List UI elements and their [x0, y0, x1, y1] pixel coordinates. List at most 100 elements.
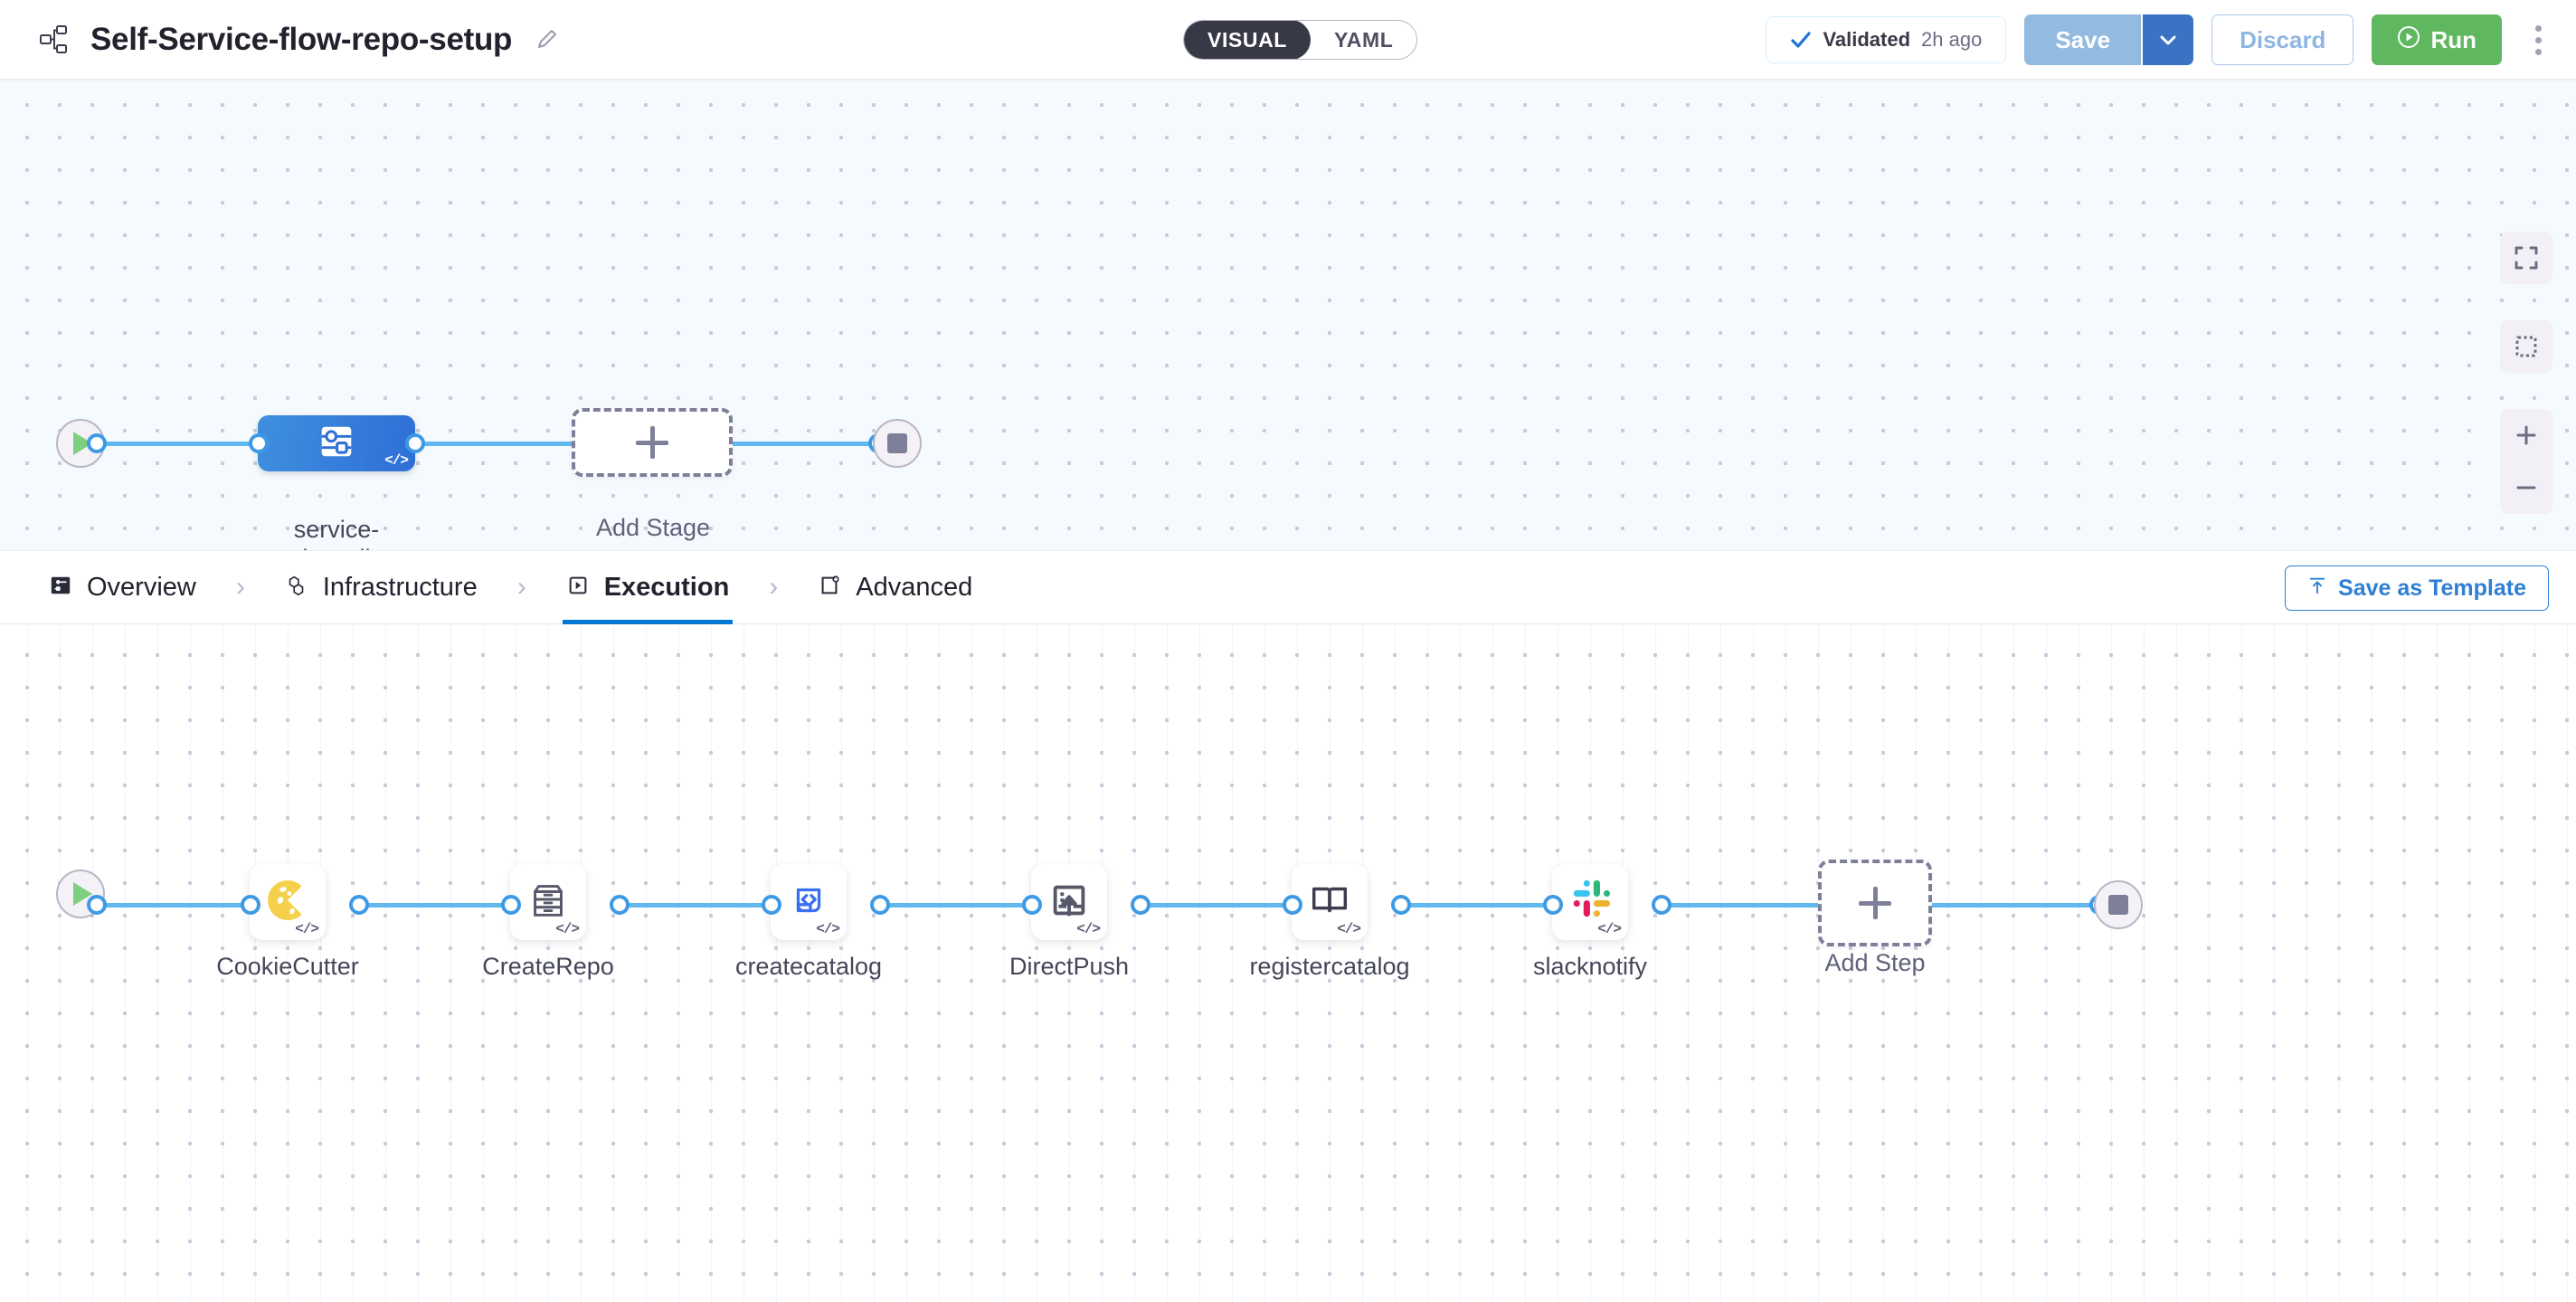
stage-connector-end — [715, 442, 877, 446]
view-mode-toggle[interactable]: VISUAL YAML — [1183, 20, 1417, 60]
exec-port-in-0[interactable] — [241, 895, 260, 915]
step-connector-7 — [1927, 903, 2094, 908]
header-actions: Validated 2h ago Save Discard Run — [1766, 0, 2556, 80]
custom-stage-icon — [316, 421, 357, 467]
step-node-registercatalog[interactable]: </> — [1292, 864, 1368, 940]
exec-port-out-4[interactable] — [1391, 895, 1411, 915]
selection-mode-button[interactable] — [2500, 320, 2552, 373]
file-drawer-icon — [526, 878, 571, 927]
pipeline-icon — [38, 24, 71, 56]
run-button[interactable]: Run — [2372, 14, 2502, 65]
validated-label: Validated — [1823, 28, 1910, 52]
tab-separator: › — [733, 572, 814, 603]
stop-icon — [887, 433, 907, 453]
exec-port-out-5[interactable] — [1652, 895, 1672, 915]
open-book-icon — [1307, 878, 1352, 927]
step-label-createrepo: CreateRepo — [449, 953, 648, 982]
step-node-cookiecutter[interactable]: </> — [250, 864, 326, 940]
exec-port-in-5[interactable] — [1543, 895, 1563, 915]
exec-port-in-4[interactable] — [1283, 895, 1302, 915]
step-code-badge: </> — [1076, 921, 1100, 937]
exec-port-in-3[interactable] — [1022, 895, 1042, 915]
execution-end-node[interactable] — [2094, 880, 2143, 929]
fit-to-screen-button[interactable] — [2500, 232, 2552, 284]
stage-port-out[interactable] — [405, 433, 425, 453]
discard-button[interactable]: Discard — [2211, 14, 2353, 65]
pencil-icon[interactable] — [532, 24, 563, 55]
stage-tab-bar: Overview › Infrastructure › Execution › — [0, 550, 2576, 624]
kebab-menu-icon[interactable] — [2520, 14, 2556, 65]
step-node-createrepo[interactable]: </> — [510, 864, 586, 940]
step-connector-6 — [1664, 903, 1823, 908]
validated-timestamp: 2h ago — [1921, 28, 1982, 52]
toggle-yaml[interactable]: YAML — [1311, 20, 1416, 60]
step-node-directpush[interactable]: </> — [1031, 864, 1107, 940]
step-node-createcatalog[interactable]: </> — [771, 864, 847, 940]
step-code-badge: </> — [816, 921, 839, 937]
cookie-icon — [264, 877, 311, 928]
stage-node-service-onboarding[interactable]: </> — [258, 415, 415, 471]
save-as-template-button[interactable]: Save as Template — [2285, 565, 2549, 611]
zoom-out-button[interactable] — [2500, 461, 2552, 514]
tab-execution[interactable]: Execution — [563, 550, 734, 624]
tab-overview[interactable]: Overview — [45, 550, 200, 624]
exec-port-out-3[interactable] — [1131, 895, 1151, 915]
step-code-badge: </> — [555, 921, 579, 937]
exec-port-in-2[interactable] — [762, 895, 781, 915]
push-upload-icon — [1046, 878, 1092, 927]
toggle-visual[interactable]: VISUAL — [1184, 20, 1311, 60]
execution-icon — [566, 574, 590, 602]
check-icon — [1790, 29, 1812, 51]
step-connector-2 — [622, 903, 776, 908]
app-header: Self-Service-flow-repo-setup VISUAL YAML… — [0, 0, 2576, 80]
stage-port-in[interactable] — [249, 433, 269, 453]
save-dropdown-chevron-down-icon[interactable] — [2143, 14, 2193, 65]
add-step-button[interactable] — [1818, 860, 1932, 946]
save-button[interactable]: Save — [2024, 14, 2143, 65]
slack-icon — [1567, 877, 1614, 928]
step-label-slacknotify: slacknotify — [1491, 953, 1690, 982]
step-node-slacknotify[interactable]: </> — [1552, 864, 1628, 940]
exec-port-out-1[interactable] — [610, 895, 630, 915]
step-connector-4 — [1143, 903, 1297, 908]
add-step-label: Add Step — [1776, 949, 1975, 978]
stage-canvas-controls — [2500, 232, 2552, 514]
stage-connector-mid — [418, 442, 581, 446]
step-connector-0 — [95, 903, 258, 908]
step-connector-1 — [362, 903, 516, 908]
add-stage-label: Add Stage — [543, 514, 763, 543]
tab-advanced[interactable]: Advanced — [814, 550, 976, 624]
stage-code-badge: </> — [384, 452, 408, 469]
tab-advanced-label: Advanced — [856, 573, 972, 603]
tab-infrastructure-label: Infrastructure — [323, 573, 478, 603]
zoom-controls — [2500, 409, 2552, 514]
infrastructure-icon — [285, 574, 308, 602]
exec-port-out-0[interactable] — [349, 895, 369, 915]
exec-port-out-2[interactable] — [870, 895, 890, 915]
page-title: Self-Service-flow-repo-setup — [90, 22, 512, 58]
tab-separator: › — [200, 572, 281, 603]
status-badge-validated[interactable]: Validated 2h ago — [1766, 16, 2006, 63]
tab-infrastructure[interactable]: Infrastructure — [281, 550, 481, 624]
pipeline-end-node[interactable] — [873, 419, 922, 468]
step-label-directpush: DirectPush — [970, 953, 1169, 982]
exec-port-in-1[interactable] — [501, 895, 521, 915]
add-stage-button[interactable] — [572, 408, 733, 477]
tab-separator: › — [481, 572, 563, 603]
execution-canvas[interactable]: </> CookieCutter </> CreateRepo </> — [0, 624, 2576, 1302]
laptop-code-icon — [786, 878, 831, 927]
overview-icon — [49, 574, 72, 602]
step-label-registercatalog: registercatalog — [1230, 953, 1429, 982]
tab-execution-label: Execution — [604, 573, 730, 603]
advanced-icon — [818, 574, 841, 602]
exec-port-start[interactable] — [87, 895, 107, 915]
step-connector-5 — [1404, 903, 1558, 908]
step-label-createcatalog: createcatalog — [709, 953, 908, 982]
stage-port-start[interactable] — [87, 433, 107, 453]
stage-canvas[interactable]: </> service-onboarding Add Stage — [0, 80, 2576, 550]
zoom-in-button[interactable] — [2500, 409, 2552, 461]
play-circle-icon — [2397, 25, 2420, 55]
run-label: Run — [2430, 26, 2477, 54]
step-connector-3 — [883, 903, 1037, 908]
stop-icon — [2108, 895, 2128, 915]
